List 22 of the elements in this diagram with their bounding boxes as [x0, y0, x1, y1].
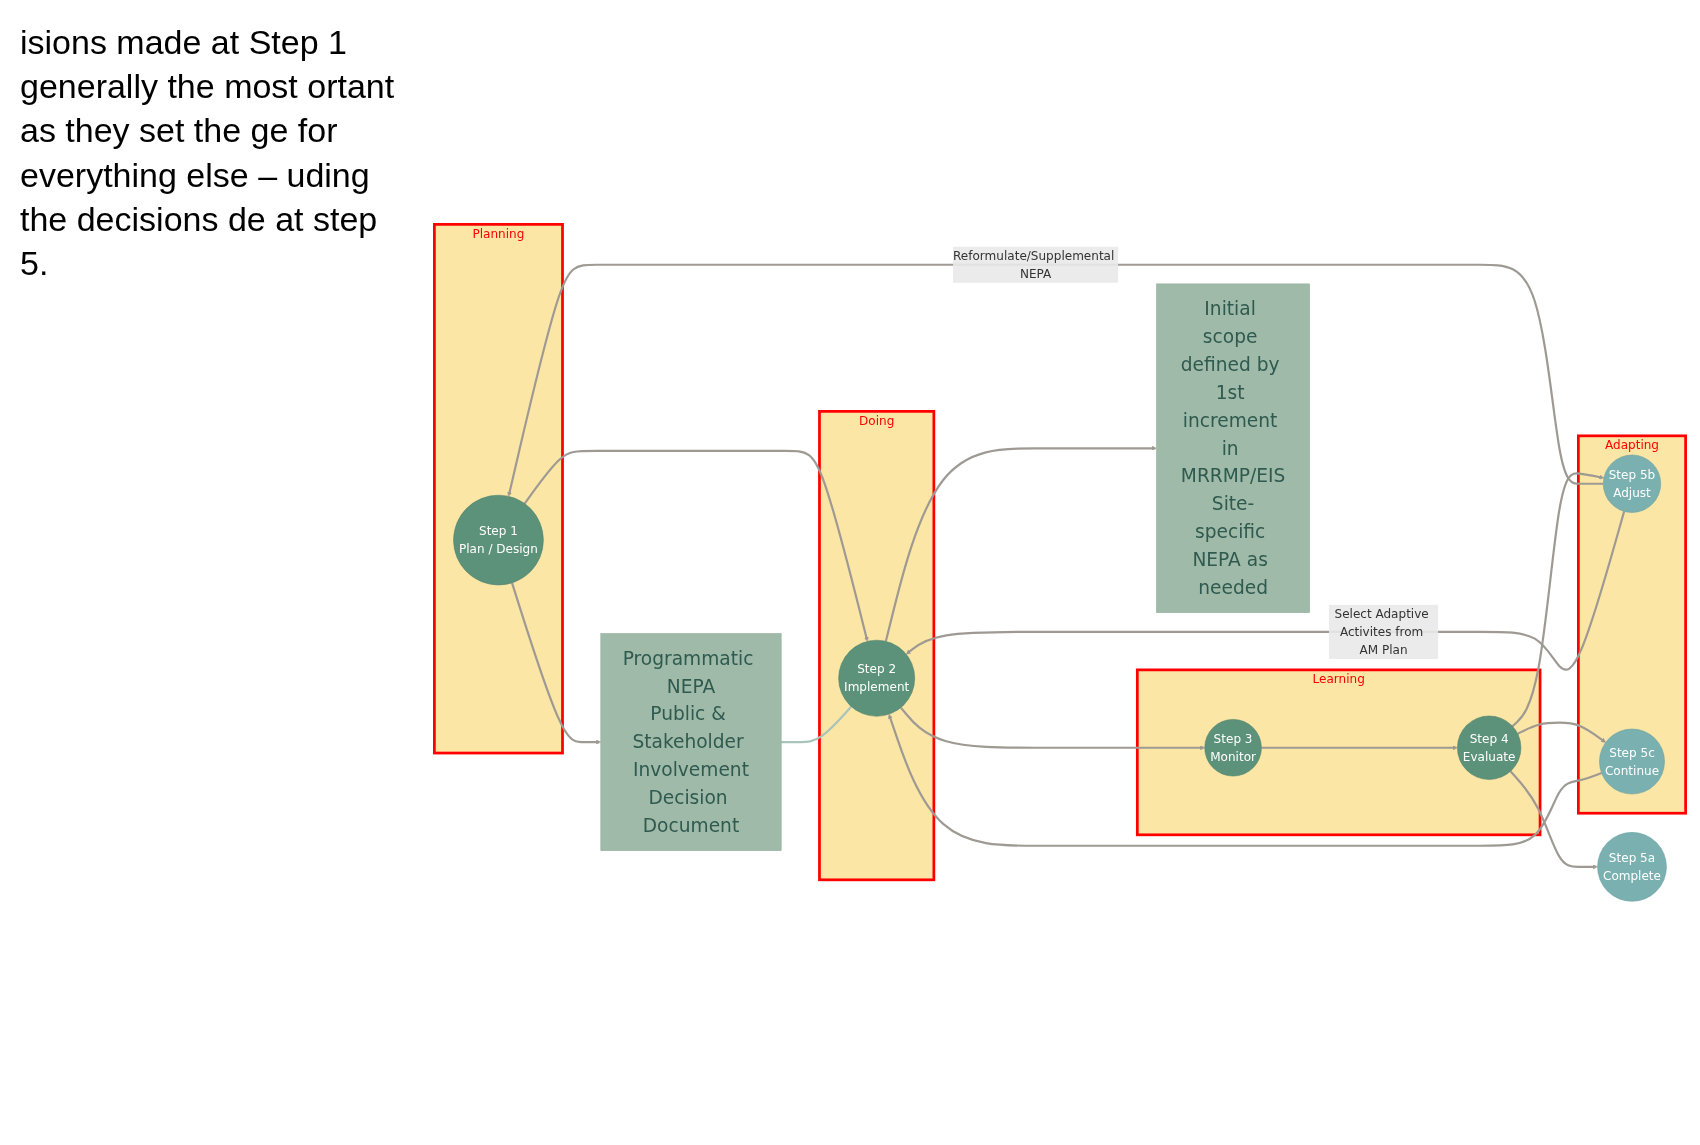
node-box: Initial scope defined by 1st increment in MRRMP/EIS Site-specific NEPA as needed — [1156, 283, 1310, 613]
arrow — [884, 445, 1157, 642]
node-circle: Step 5b Adjust — [1603, 454, 1661, 513]
connector — [781, 705, 853, 743]
arrow — [1261, 744, 1458, 750]
node-circle: Step 1 Plan / Design — [453, 494, 544, 585]
node-circle: Step 5a Complete — [1597, 831, 1667, 902]
arrow — [900, 706, 1205, 750]
arrow — [1509, 770, 1598, 869]
arrow — [1511, 471, 1605, 727]
arrow — [523, 449, 869, 642]
note-text: isions made at Step 1 generally the most ortant as they set the ge for everything else – uding the decisions de at step 5. — [20, 22, 396, 284]
arrow — [510, 582, 601, 745]
node-box: Programmatic NEPA Public & Stakeholder Involvement Decision Document — [600, 632, 782, 851]
edge-label: Reformulate/Supplemental NEPA — [953, 248, 1115, 281]
node-circle: Step 4 Evaluate — [1457, 715, 1522, 780]
edge-label: Select Adaptive Activites from AM Plan — [1334, 606, 1429, 657]
node-circle: Step 5c Continue — [1599, 728, 1665, 794]
node-circle: Step 3 Monitor — [1204, 718, 1262, 776]
arrow — [1517, 721, 1606, 743]
node-circle: Step 2 Implement — [838, 639, 915, 717]
arrow — [906, 510, 1626, 671]
